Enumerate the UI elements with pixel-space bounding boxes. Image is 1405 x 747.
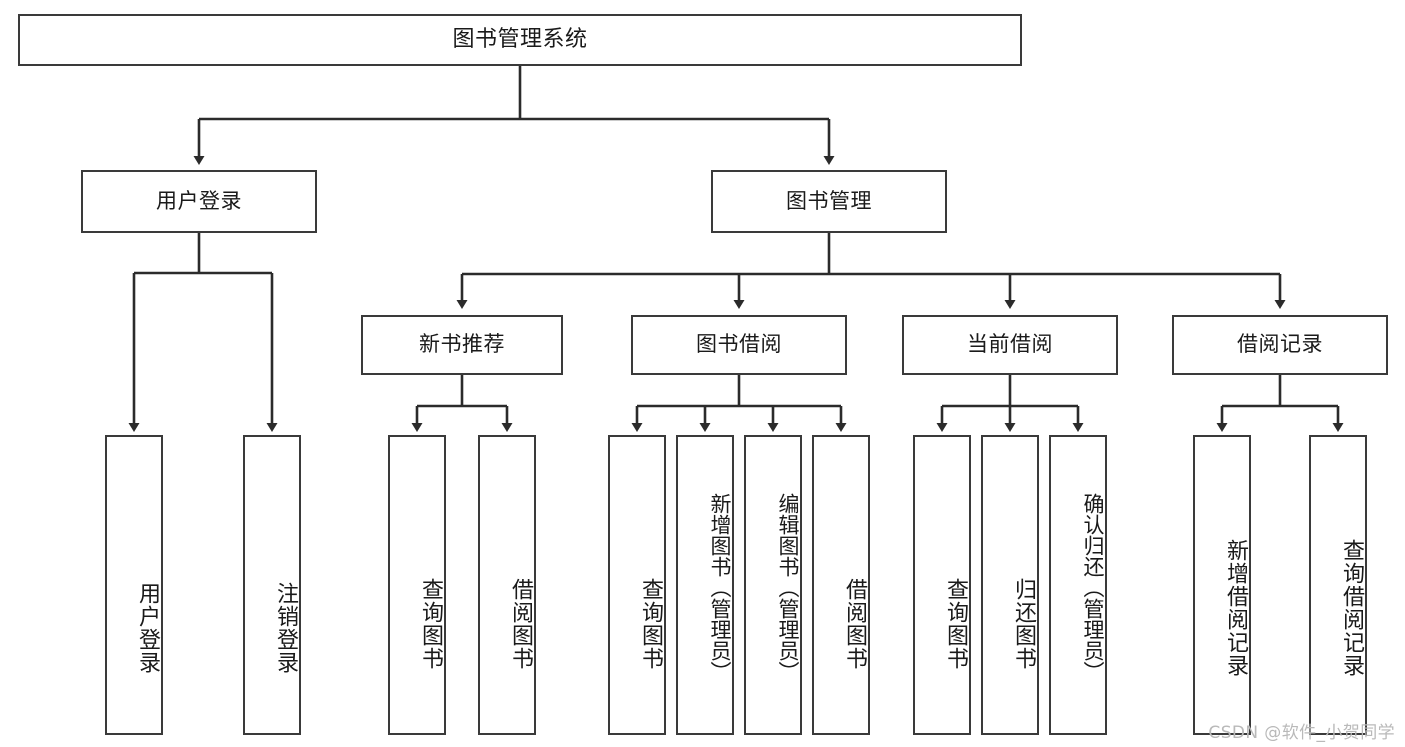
node-leaf-borrow-book-recommend[interactable]: 借阅图书	[478, 435, 536, 735]
node-leaf-add-borrow-record[interactable]: 新增借阅记录	[1193, 435, 1251, 735]
node-borrow-record[interactable]: 借阅记录	[1172, 315, 1388, 375]
node-leaf-logout-login[interactable]: 注销登录	[243, 435, 301, 735]
node-leaf-user-login[interactable]: 用户登录	[105, 435, 163, 735]
node-leaf-query-book-current[interactable]: 查询图书	[913, 435, 971, 735]
node-new-book-recommend[interactable]: 新书推荐	[361, 315, 563, 375]
node-leaf-add-book-admin[interactable]: 新增图书（管理员）	[676, 435, 734, 735]
node-current-borrow[interactable]: 当前借阅	[902, 315, 1118, 375]
csdn-watermark: CSDN @软件_小贺同学	[1208, 723, 1395, 743]
node-book-borrow[interactable]: 图书借阅	[631, 315, 847, 375]
node-book-manage[interactable]: 图书管理	[711, 170, 947, 233]
node-leaf-query-book-borrow[interactable]: 查询图书	[608, 435, 666, 735]
node-leaf-query-book-recommend[interactable]: 查询图书	[388, 435, 446, 735]
node-leaf-return-book[interactable]: 归还图书	[981, 435, 1039, 735]
node-user-login[interactable]: 用户登录	[81, 170, 317, 233]
node-leaf-edit-book-admin[interactable]: 编辑图书（管理员）	[744, 435, 802, 735]
node-root-system[interactable]: 图书管理系统	[18, 14, 1022, 66]
node-leaf-confirm-return-admin[interactable]: 确认归还（管理员）	[1049, 435, 1107, 735]
node-leaf-borrow-book-borrow[interactable]: 借阅图书	[812, 435, 870, 735]
node-leaf-query-borrow-record[interactable]: 查询借阅记录	[1309, 435, 1367, 735]
